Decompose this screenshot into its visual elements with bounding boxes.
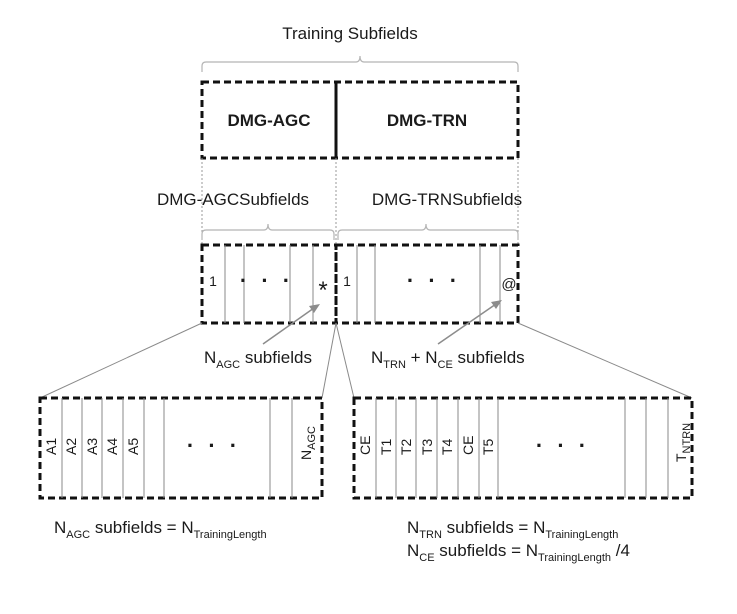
agc-length-equation: NAGC subfields = NTrainingLength — [54, 518, 267, 541]
trn-count-callout: NTRN + NCE subfields — [371, 348, 525, 371]
agc-cell-4: A4 — [104, 438, 120, 455]
agc-expanded-box — [38, 396, 324, 500]
agc-last-cell-label: NAGC — [298, 426, 318, 460]
agc-cell-1: A1 — [43, 438, 59, 455]
trn-subfields-label: DMG-TRNSubfields — [372, 190, 522, 209]
dmg-trn-label: DMG-TRN — [387, 111, 467, 130]
trn-cell-2: T1 — [378, 438, 394, 455]
agc-cell-2: A2 — [63, 438, 79, 455]
agc-subfields-label: DMG-AGCSubfields — [157, 190, 309, 209]
trn-cell-5: T4 — [439, 438, 455, 455]
trn-subfields-box — [334, 243, 520, 325]
trn-cell-6: CE — [460, 436, 476, 455]
trn-expanded-dividers — [375, 398, 669, 498]
training-field-box — [200, 80, 520, 160]
agc-expanded-dividers — [61, 398, 293, 498]
trn-cell-3: T2 — [398, 438, 414, 455]
diagram-title: Training Subfields — [282, 24, 417, 43]
trn-expanded-ellipsis: · · · — [536, 433, 590, 458]
agc-brace — [201, 223, 335, 240]
agc-expanded-ellipsis: · · · — [187, 433, 241, 458]
trn-ellipsis: · · · — [407, 268, 461, 293]
trn-cell-1: CE — [357, 436, 373, 455]
agc-cell-5: A5 — [125, 438, 141, 455]
agc-last-marker: * — [318, 277, 327, 304]
trn-last-marker: @ — [501, 276, 516, 293]
trn-length-equation: NTRN subfields = NTrainingLength — [407, 518, 618, 541]
agc-subfields-box — [200, 243, 338, 325]
agc-first-index: 1 — [209, 273, 217, 289]
zoom-lines — [39, 322, 693, 399]
trn-last-cell-label: TNTRN — [673, 423, 693, 462]
trn-callout-arrow — [437, 300, 502, 345]
trn-subfield-dividers — [356, 245, 501, 323]
agc-cell-3: A3 — [84, 438, 100, 455]
trn-brace — [337, 223, 519, 240]
trn-cell-7: T5 — [480, 438, 496, 455]
agc-count-callout: NAGC subfields — [204, 348, 312, 371]
agc-ellipsis: · · · — [240, 268, 294, 293]
agc-callout-arrow — [262, 304, 320, 345]
top-brace — [201, 55, 519, 72]
ce-length-equation: NCE subfields = NTrainingLength /4 — [407, 541, 630, 564]
trn-expanded-box — [352, 396, 694, 500]
trn-cell-4: T3 — [419, 438, 435, 455]
trn-first-index: 1 — [343, 273, 351, 289]
dmg-agc-label: DMG-AGC — [227, 111, 310, 130]
